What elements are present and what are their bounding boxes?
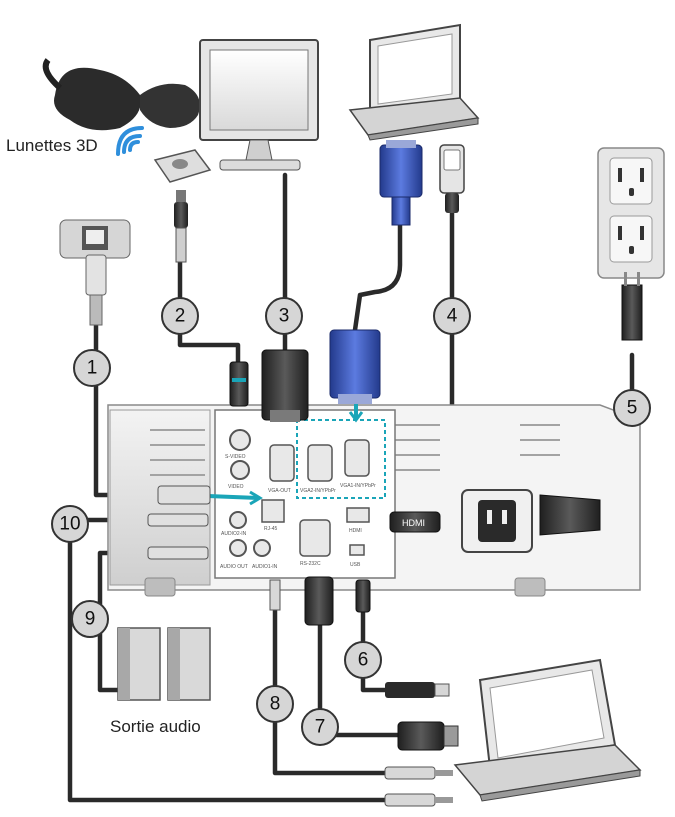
vga1-port [344, 439, 370, 477]
usb-cable [360, 607, 388, 693]
audio-cable-8 [272, 597, 388, 776]
callout-3 [265, 297, 303, 335]
vga-in-highlight [296, 419, 386, 499]
callout-1-number: 1 [87, 358, 98, 379]
callout-2 [161, 297, 199, 335]
callout-4-number: 4 [447, 306, 458, 327]
hdmi-connector-top [439, 144, 465, 213]
callouts [51, 297, 651, 746]
callout-6 [344, 641, 382, 679]
port-label-usb: USB [350, 562, 361, 568]
callout-1 [73, 349, 111, 387]
vga-connector-top [379, 140, 423, 226]
callout-2-number: 2 [175, 306, 186, 327]
callout-5-number: 5 [627, 398, 638, 419]
callout-6-number: 6 [358, 650, 369, 671]
callout-9-number: 9 [85, 609, 96, 630]
wireless-signal-icon [116, 126, 144, 156]
port-label-audio-in: AUDIO2-IN [221, 531, 247, 537]
callout-10-number: 10 [59, 514, 80, 535]
hdmi-plug-label: HDMI [402, 518, 425, 528]
port-label-vga2: VGA2-IN/YPbPr [300, 488, 336, 494]
port-label-rj45: RJ-45 [264, 526, 278, 532]
port-label-svideo: S-VIDEO [225, 454, 246, 460]
port-label-vga-out: VGA-OUT [268, 488, 291, 494]
usb-port [349, 544, 365, 556]
plugged-connectors: HDMI [147, 329, 601, 626]
port-label-audio1-in: AUDIO1-IN [252, 564, 278, 570]
callout-4 [433, 297, 471, 335]
rs232-connector [397, 721, 459, 751]
speakers [117, 627, 211, 701]
port-label-video: VIDEO [228, 484, 244, 490]
rj45-port [261, 499, 285, 523]
vga-in-cable [352, 222, 403, 333]
port-label-audio-out: AUDIO OUT [220, 564, 248, 570]
callout-7 [301, 708, 339, 746]
callout-10 [51, 505, 89, 543]
monitor [199, 39, 319, 171]
usb-connector [385, 682, 450, 698]
svideo-port [229, 429, 251, 451]
audio-plugs-bottom [384, 766, 453, 807]
3d-emitter [153, 149, 212, 263]
callout-8 [256, 685, 294, 723]
port-label-vga1: VGA1-IN/YPbPr [340, 483, 376, 489]
lan-wall-jack [59, 219, 131, 326]
callout-numbers: 1 2 3 4 5 6 7 8 9 10 [59, 306, 637, 738]
video-port [230, 460, 250, 480]
callout-9 [71, 600, 109, 638]
vga2-port [307, 444, 333, 482]
callout-5 [613, 389, 651, 427]
callout-8-number: 8 [270, 694, 281, 715]
hdmi-port [346, 507, 370, 523]
audio1-in-port [253, 539, 271, 557]
audio-out-label: Sortie audio [110, 717, 201, 736]
glasses-label: Lunettes 3D [6, 136, 98, 155]
audio-out-port [229, 539, 247, 557]
port-label-rs232: RS-232C [300, 561, 321, 567]
callout-7-number: 7 [315, 717, 326, 738]
laptop-top [348, 23, 480, 141]
audio-in-port [229, 511, 247, 529]
vga-out-port [269, 444, 295, 482]
rs232-port [299, 519, 331, 557]
callout-3-number: 3 [279, 306, 290, 327]
wall-outlet [597, 147, 665, 341]
laptop-bottom [453, 658, 642, 802]
3d-glasses [42, 58, 200, 131]
port-label-hdmi: HDMI [349, 528, 362, 534]
